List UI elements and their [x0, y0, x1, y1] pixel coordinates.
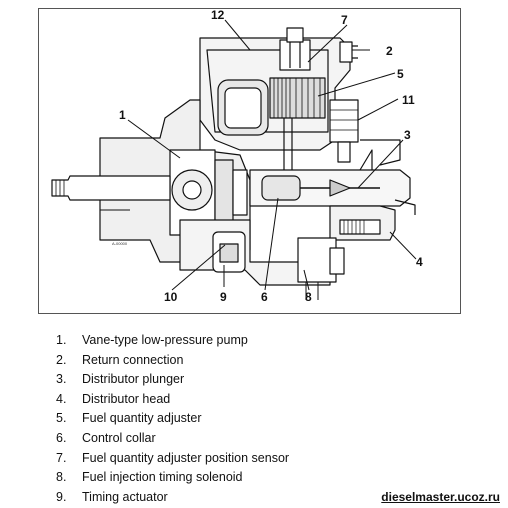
callout-1: 1	[119, 108, 126, 122]
watermark-link[interactable]: dieselmaster.ucoz.ru	[381, 490, 500, 504]
callout-8: 8	[305, 290, 312, 304]
figure-code: A-00000	[112, 241, 128, 246]
legend-item: 4.Distributor head	[56, 391, 171, 406]
legend-item: 7.Fuel quantity adjuster position sensor	[56, 450, 290, 465]
legend-list: 1.Vane-type low-pressure pump 2.Return c…	[56, 331, 289, 507]
callout-10: 10	[164, 290, 178, 304]
callout-11: 11	[402, 93, 415, 107]
callout-9: 9	[220, 290, 227, 304]
callout-labels: 1 2 3 4 5 6 7 8 9 10 11 12	[119, 8, 423, 304]
legend-item: 1.Vane-type low-pressure pump	[56, 333, 248, 347]
callout-3: 3	[404, 128, 411, 142]
callout-2: 2	[386, 44, 393, 58]
legend-item: 6.Control collar	[56, 430, 156, 445]
leader-lines	[127, 19, 417, 291]
legend-item: 5.Fuel quantity adjuster	[56, 411, 202, 426]
legend-item: 8.Fuel injection timing solenoid	[56, 470, 243, 485]
callout-5: 5	[397, 67, 404, 81]
pump-diagram: 1 2 3 4 5 6 7 8 9 10 11 12 A-00000	[51, 8, 423, 304]
callout-12: 12	[211, 8, 225, 22]
legend-item: 9.Timing actuator	[56, 489, 168, 504]
callout-6: 6	[261, 290, 268, 304]
legend-item: 2.Return connection	[56, 352, 184, 367]
callout-7: 7	[341, 13, 348, 27]
callout-4: 4	[416, 255, 423, 269]
legend-item: 3.Distributor plunger	[56, 372, 185, 387]
pump-drawing	[51, 27, 416, 300]
